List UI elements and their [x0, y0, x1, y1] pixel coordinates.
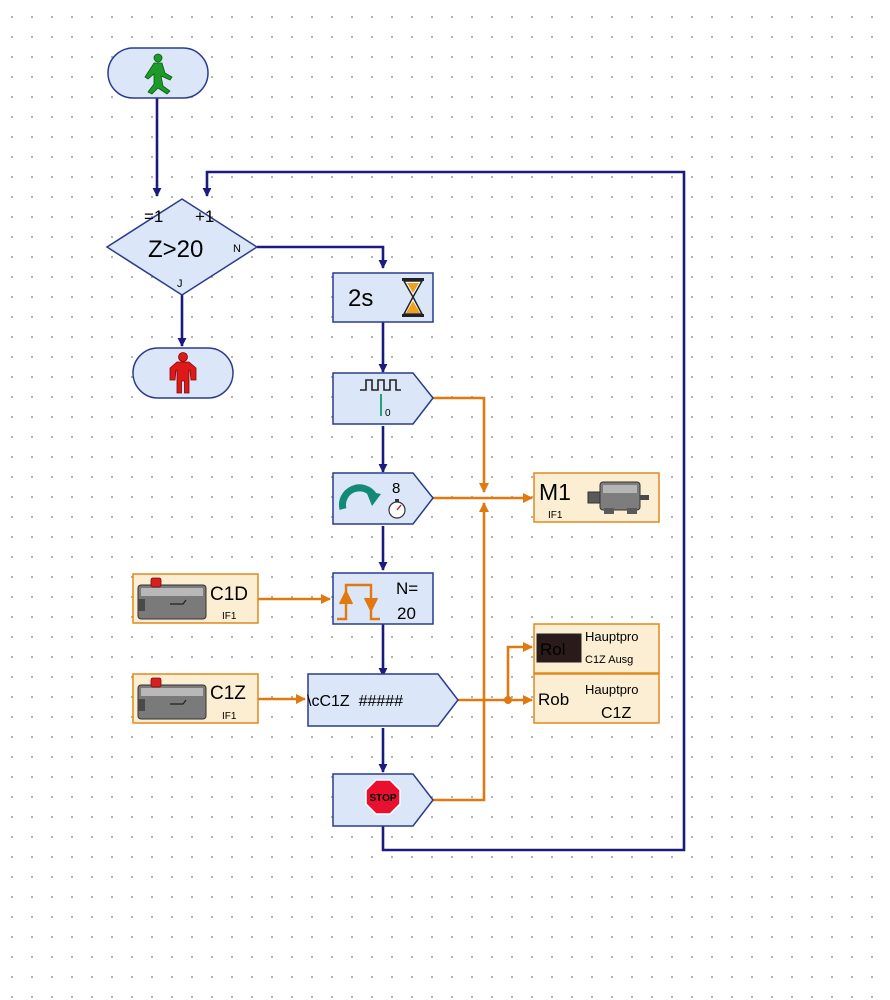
input-c1d-interface: IF1 [222, 611, 237, 622]
green-walking-man-icon [144, 53, 173, 95]
variable-title: Hauptpro [585, 682, 638, 697]
input-c1d-name: C1D [210, 584, 248, 605]
input-c1z[interactable]: C1Z IF1 [132, 673, 259, 724]
hourglass-icon [402, 278, 424, 317]
push-button-sensor-icon [137, 677, 207, 720]
loop-counter-decision[interactable]: =1 +1 Z>20 N J [105, 198, 259, 296]
input-c1z-interface: IF1 [222, 711, 237, 722]
red-standing-man-icon [169, 352, 197, 394]
loop-no-label: N [233, 243, 241, 255]
counter-edge-icon [337, 583, 380, 621]
motor-step-count: 8 [392, 480, 400, 497]
start-block[interactable] [107, 47, 209, 99]
counter-wait-block[interactable]: N= 20 [332, 572, 434, 625]
motor-output-name: M1 [539, 479, 571, 505]
text-command-block[interactable]: \cC1Z ##### [307, 673, 459, 727]
data-split-to-display [506, 642, 533, 700]
display-panel-output[interactable]: Rol Hauptpro C1Z Ausg [533, 623, 660, 674]
led-display-icon [536, 633, 582, 663]
loop-yes-label: J [177, 278, 183, 290]
data-pulse-to-junction [433, 396, 489, 493]
flow-loop-no-to-wait [257, 245, 388, 269]
loop-step-label: +1 [195, 207, 214, 226]
pulse-block[interactable]: 0 [332, 372, 434, 425]
text-command-label: \cC1Z ##### [307, 693, 403, 710]
flow-connectors [152, 98, 686, 852]
input-c1z-name: C1Z [210, 683, 246, 704]
display-title: Hauptpro [585, 629, 638, 644]
motor-output-m1[interactable]: M1 IF1 [533, 472, 660, 523]
wait-time-label: 2s [348, 285, 373, 312]
loop-init-label: =1 [144, 207, 163, 226]
data-connectors [258, 396, 533, 802]
rotate-arrow-icon [339, 484, 381, 510]
square-wave-icon [360, 379, 401, 391]
variable-panel-output[interactable]: Rob Hauptpro C1Z [533, 673, 660, 724]
push-button-sensor-icon [137, 577, 207, 620]
loop-condition-label: Z>20 [148, 236, 203, 263]
counter-label-bottom: 20 [397, 604, 416, 623]
motor-icon [587, 481, 649, 514]
flow-loop-back [202, 170, 686, 852]
wait-block[interactable]: 2s [332, 272, 434, 323]
variable-subtitle: C1Z [601, 705, 631, 722]
counter-label-top: N= [396, 579, 418, 598]
variable-icon-text: Rob [538, 690, 569, 709]
motor-output-interface: IF1 [548, 510, 563, 521]
signal-level-icon [380, 394, 382, 416]
motor-step-block[interactable]: 8 [332, 472, 434, 525]
data-junction-dot [504, 696, 512, 704]
data-stop-to-junction [433, 502, 489, 802]
stop-block[interactable]: STOP [332, 773, 434, 827]
stop-sign-label: STOP [369, 793, 396, 804]
input-c1d[interactable]: C1D IF1 [132, 573, 259, 624]
stop-sign-icon: STOP [365, 779, 401, 815]
pulse-value-label: 0 [385, 408, 391, 419]
display-icon-text: Rol [540, 640, 566, 659]
end-block[interactable] [132, 347, 234, 399]
stopwatch-icon [388, 499, 406, 519]
display-subtitle: C1Z Ausg [585, 654, 633, 666]
